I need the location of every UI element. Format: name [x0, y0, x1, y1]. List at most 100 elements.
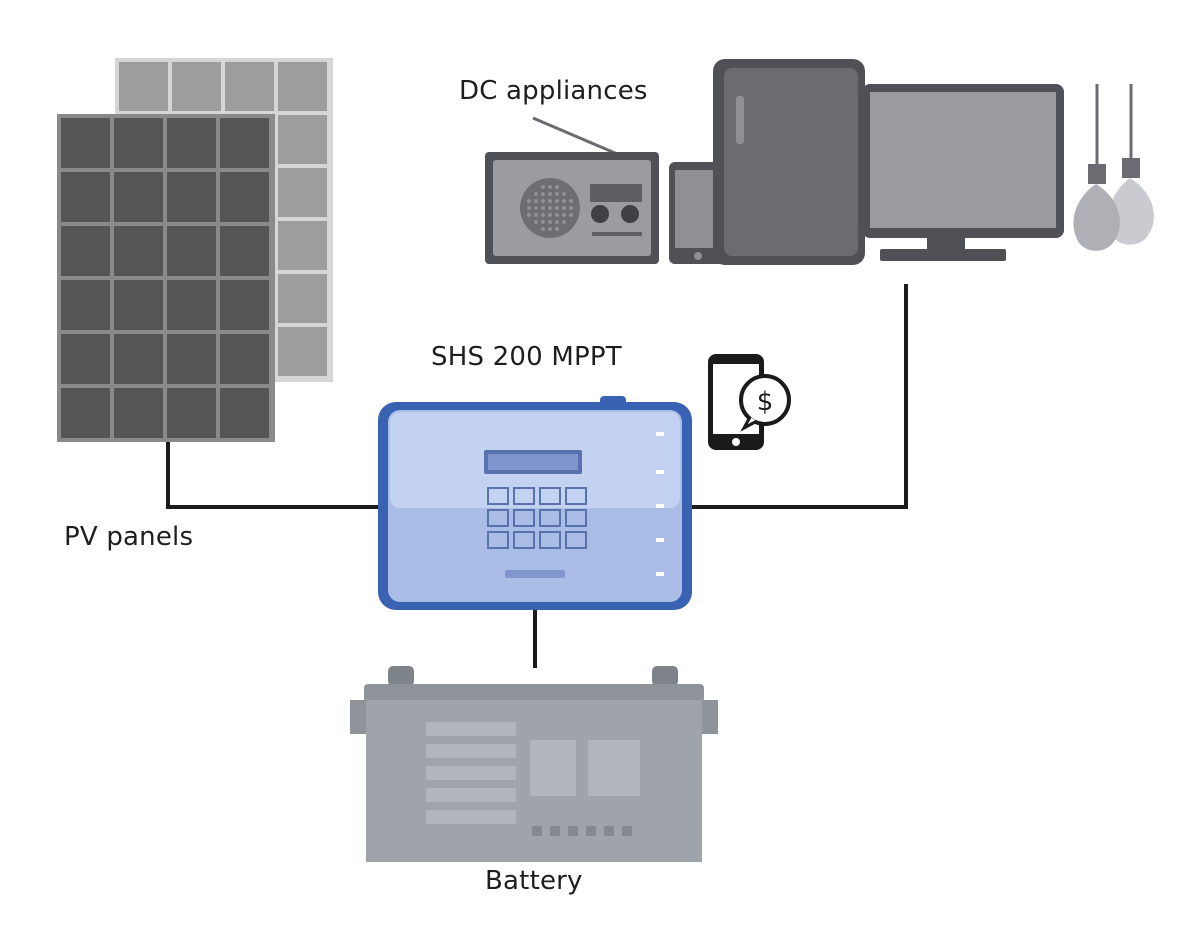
speaker-dot — [541, 206, 545, 210]
pv-cell — [278, 62, 327, 111]
keypad-key — [487, 487, 509, 505]
light-bulb-icon — [1073, 84, 1154, 251]
pv-cell — [220, 118, 269, 168]
speaker-dot — [541, 185, 545, 189]
speaker-dot — [534, 206, 538, 210]
pv-cell — [278, 327, 327, 376]
pv-cell — [278, 221, 327, 270]
wire-controller-to-appliances — [690, 284, 908, 509]
speaker-dot — [555, 220, 559, 224]
keypad-key — [513, 509, 535, 527]
pv-cell — [114, 280, 163, 330]
speaker-dot — [548, 192, 552, 196]
pv-cell — [278, 274, 327, 323]
monitor-icon — [862, 84, 1064, 261]
pv-cell — [167, 388, 216, 438]
speaker-dot — [548, 227, 552, 231]
keypad-key — [539, 531, 561, 549]
controller-label: SHS 200 MPPT — [431, 342, 622, 372]
pv-cell — [167, 118, 216, 168]
pv-cell — [167, 280, 216, 330]
battery-label: Battery — [485, 866, 583, 896]
pv-cell — [167, 334, 216, 384]
speaker-dot — [562, 220, 566, 224]
speaker-dot — [541, 227, 545, 231]
speaker-dot — [527, 213, 531, 217]
keypad-key — [513, 531, 535, 549]
speaker-dot — [548, 220, 552, 224]
pv-cell — [61, 388, 110, 438]
speaker-dot — [569, 199, 573, 203]
keypad-key — [487, 531, 509, 549]
dc-appliances-label: DC appliances — [459, 76, 648, 106]
pv-cell — [278, 115, 327, 164]
speaker-dot — [534, 192, 538, 196]
fridge-icon — [713, 59, 865, 265]
pv-cell — [61, 118, 110, 168]
keypad-key — [565, 531, 587, 549]
pv-cell — [114, 334, 163, 384]
speaker-dot — [569, 213, 573, 217]
pv-cell — [61, 334, 110, 384]
pv-cell — [172, 62, 221, 111]
speaker-dot — [562, 199, 566, 203]
pv-cell — [225, 62, 274, 111]
pv-cell — [220, 388, 269, 438]
pv-cell — [114, 226, 163, 276]
keypad-key — [513, 487, 535, 505]
speaker-dot — [555, 185, 559, 189]
pv-cell — [167, 172, 216, 222]
pv-cell — [61, 172, 110, 222]
keypad-key — [565, 509, 587, 527]
pv-cell — [114, 388, 163, 438]
speaker-dot — [555, 206, 559, 210]
keypad-key — [539, 487, 561, 505]
speaker-dot — [534, 220, 538, 224]
speaker-dot — [562, 206, 566, 210]
keypad-key — [565, 487, 587, 505]
speaker-dot — [548, 185, 552, 189]
speaker-dot — [541, 220, 545, 224]
speaker-dot — [555, 199, 559, 203]
pv-cell — [167, 226, 216, 276]
wire-pv-to-controller — [166, 442, 383, 509]
pv-cell — [220, 334, 269, 384]
pv-panel-front — [57, 114, 275, 442]
pv-cell — [61, 280, 110, 330]
pv-cell — [220, 280, 269, 330]
pv-cell — [119, 62, 168, 111]
speaker-dot — [534, 199, 538, 203]
battery — [350, 666, 718, 862]
pv-cell — [61, 226, 110, 276]
pv-cell — [220, 226, 269, 276]
speaker-dot — [555, 227, 559, 231]
keypad-key — [487, 509, 509, 527]
radio-icon — [485, 116, 659, 264]
speaker-dot — [541, 199, 545, 203]
pv-cell — [114, 118, 163, 168]
controller-device — [378, 396, 692, 610]
speaker-dot — [555, 213, 559, 217]
speaker-dot — [562, 192, 566, 196]
speaker-dot — [548, 206, 552, 210]
speaker-dot — [541, 192, 545, 196]
speaker-dot — [527, 199, 531, 203]
pv-cell — [278, 168, 327, 217]
speaker-dot — [555, 192, 559, 196]
pv-cell — [114, 172, 163, 222]
speaker-dot — [548, 199, 552, 203]
pv-cell — [220, 172, 269, 222]
keypad-key — [539, 509, 561, 527]
speaker-dot — [527, 206, 531, 210]
speaker-dot — [562, 213, 566, 217]
smartphone-payment-icon: $ — [708, 354, 791, 450]
speaker-dot — [569, 206, 573, 210]
pv-panels-label: PV panels — [64, 522, 194, 552]
speaker-dot — [541, 213, 545, 217]
svg-text:$: $ — [757, 387, 774, 417]
speaker-dot — [534, 213, 538, 217]
speaker-dot — [548, 213, 552, 217]
wires — [166, 284, 908, 668]
